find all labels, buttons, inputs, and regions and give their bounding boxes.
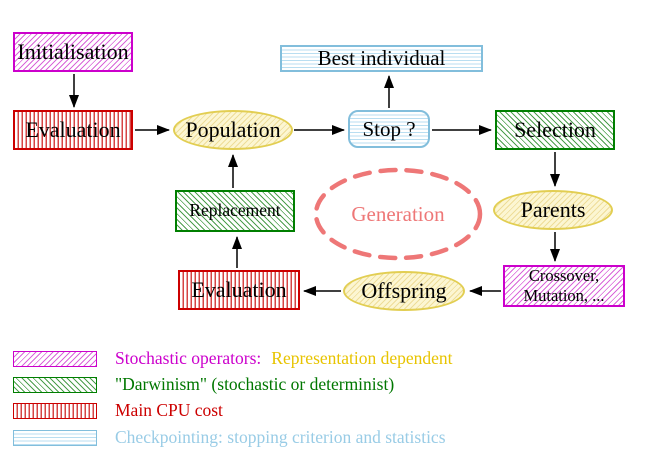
- magenta-hatch-swatch: [13, 350, 97, 367]
- node-replacement: Replacement: [175, 190, 295, 232]
- node-best-individual-label: Best individual: [317, 46, 446, 70]
- legend-representation-label: Representation dependent: [271, 348, 453, 368]
- node-crossover-mutation: Crossover, Mutation, ...: [503, 265, 625, 307]
- node-replacement-label: Replacement: [189, 200, 281, 221]
- legend-darwinism-label: "Darwinism" (stochastic or determinist): [115, 374, 395, 394]
- node-evaluation-bottom: Evaluation: [178, 270, 300, 310]
- node-offspring: Offspring: [343, 271, 465, 311]
- node-stop-label: Stop ?: [362, 116, 416, 141]
- node-selection-label: Selection: [514, 117, 596, 142]
- node-evaluation-bottom-label: Evaluation: [191, 277, 287, 302]
- crossover-line2: Mutation, ...: [523, 286, 605, 305]
- red-stripe-swatch: [13, 402, 97, 419]
- node-population-label: Population: [185, 117, 281, 142]
- node-parents-label: Parents: [520, 197, 586, 222]
- node-parents: Parents: [493, 190, 613, 230]
- node-initialisation-label: Initialisation: [17, 39, 129, 64]
- node-crossover-mutation-label: Crossover, Mutation, ...: [523, 266, 604, 306]
- legend-stochastic-label: Stochastic operators:: [115, 348, 262, 368]
- legend-row-darwinism: "Darwinism" (stochastic or determinist): [13, 374, 395, 394]
- node-initialisation: Initialisation: [13, 32, 133, 72]
- legend-row-stochastic: Stochastic operators: Representation depe…: [13, 348, 453, 368]
- cyan-stripe-swatch: [13, 429, 97, 446]
- crossover-line1: Crossover,: [528, 266, 600, 286]
- legend-row-checkpointing: Checkpointing: stopping criterion and st…: [13, 427, 446, 447]
- legend-row-cpu-cost: Main CPU cost: [13, 400, 223, 420]
- node-evaluation-top-label: Evaluation: [25, 117, 121, 142]
- legend-checkpointing-label: Checkpointing: stopping criterion and st…: [115, 427, 446, 447]
- node-population: Population: [173, 110, 293, 150]
- node-offspring-label: Offspring: [361, 278, 447, 303]
- node-selection: Selection: [495, 110, 615, 150]
- generation-label: Generation: [351, 202, 445, 226]
- node-best-individual: Best individual: [280, 45, 483, 72]
- node-stop: Stop ?: [348, 110, 430, 148]
- green-hatch-swatch: [13, 376, 97, 393]
- node-evaluation-top: Evaluation: [13, 110, 133, 150]
- legend-cpu-cost-label: Main CPU cost: [115, 400, 223, 420]
